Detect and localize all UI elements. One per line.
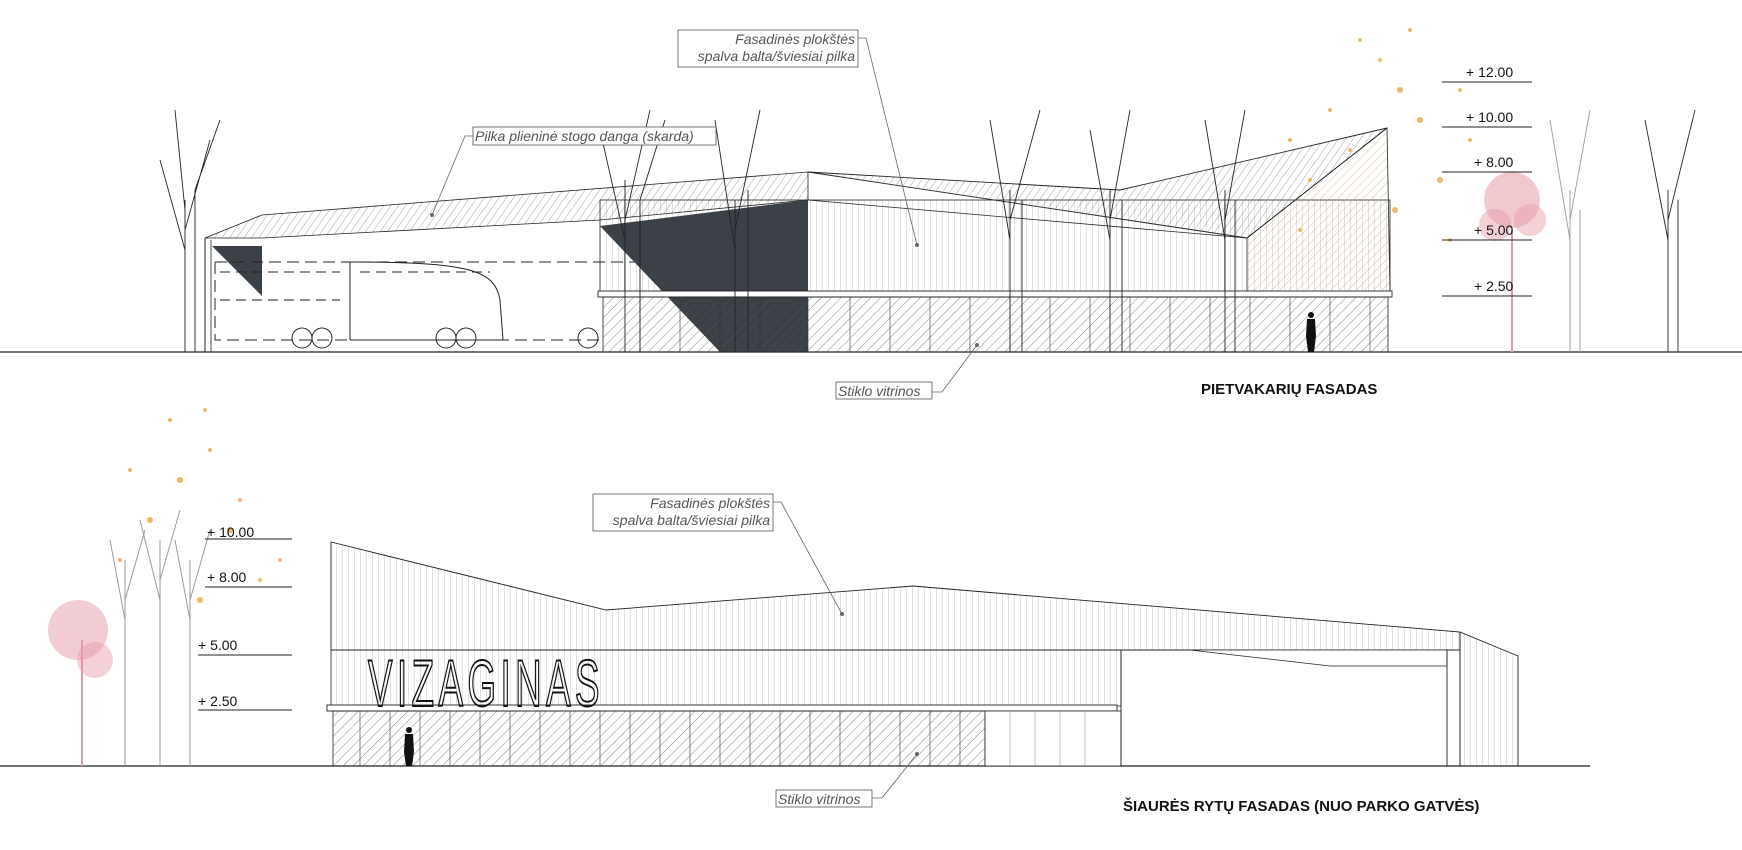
sw-roof-callout: Pilka plieninė stogo danga (skarda) (430, 126, 717, 217)
ne-pink-tree (48, 600, 113, 766)
ne-levels: + 10.00 + 8.00 + 5.00 + 2.50 (198, 524, 292, 711)
ne-level-4: + 2.50 (198, 693, 238, 709)
ne-facade-title: ŠIAURĖS RYTŲ FASADAS (NUO PARKO GATVĖS) (1123, 797, 1479, 815)
sw-glass-callout: Stiklo vitrinos (835, 343, 979, 400)
sw-trees (159, 109, 1696, 352)
sw-pink-tree (1479, 172, 1546, 352)
sw-facade-note-line2: spalva balta/šviesiai pilka (698, 48, 855, 64)
tree-icon (989, 109, 1041, 352)
sw-level-1: + 12.00 (1466, 64, 1513, 80)
ne-sign-text: VIZAGINAS (368, 646, 604, 720)
tree-icon (174, 529, 211, 766)
tree-icon (1644, 109, 1696, 352)
ne-facade-note-line1: Fasadinės plokštės (650, 495, 770, 511)
ne-level-2: + 8.00 (207, 569, 247, 585)
tree-icon (1089, 109, 1131, 352)
tree-icon (599, 109, 666, 352)
ne-glazing (332, 710, 986, 767)
tree-icon (1549, 109, 1591, 352)
ne-end-block (1459, 631, 1519, 767)
ne-orange-tree (118, 408, 282, 603)
ne-canopy (1121, 649, 1460, 667)
tree-icon (159, 109, 221, 352)
ne-glass-note: Stiklo vitrinos (778, 791, 860, 807)
northeast-facade: VIZAGINAS (0, 408, 1590, 815)
tree-icon (714, 109, 761, 352)
sw-facade-callout: Fasadinės plokštės spalva balta/šviesiai… (677, 29, 919, 247)
sw-canopy-shadow (212, 246, 262, 296)
sw-level-5: + 2.50 (1474, 278, 1514, 294)
tree-icon (139, 509, 181, 766)
sw-glazing (602, 296, 1389, 353)
ne-glass-callout: Stiklo vitrinos (775, 752, 919, 808)
sw-orange-tree (1288, 28, 1472, 242)
southwest-facade: + 12.00 + 10.00 + 8.00 + 5.00 + 2.50 Fas… (0, 28, 1742, 400)
sw-level-3: + 8.00 (1474, 154, 1514, 170)
sw-facade-note-line1: Fasadinės plokštės (735, 31, 855, 47)
ne-facade-note-line2: spalva balta/šviesiai pilka (613, 512, 770, 528)
ne-sign: VIZAGINAS (367, 645, 604, 721)
sw-roof-note: Pilka plieninė stogo danga (skarda) (475, 128, 694, 144)
bus-icon (214, 261, 640, 349)
ne-sign-band (330, 649, 1122, 707)
ne-level-1: + 10.00 (207, 524, 254, 540)
ne-trees (48, 408, 282, 766)
person-icon (404, 727, 414, 766)
ne-level-3: + 5.00 (198, 637, 238, 653)
person-icon (1306, 312, 1316, 352)
ne-facade-callout: Fasadinės plokštės spalva balta/šviesiai… (592, 493, 844, 616)
sw-level-4: + 5.00 (1474, 222, 1514, 238)
sw-levels: + 12.00 + 10.00 + 8.00 + 5.00 + 2.50 (1442, 64, 1532, 297)
tree-icon (1204, 109, 1246, 352)
tree-icon (109, 529, 146, 766)
sw-facade-title: PIETVAKARIŲ FASADAS (1201, 381, 1377, 398)
sw-glass-note: Stiklo vitrinos (838, 383, 920, 399)
sw-level-2: + 10.00 (1466, 109, 1513, 125)
ne-upper-facade (330, 541, 1461, 651)
